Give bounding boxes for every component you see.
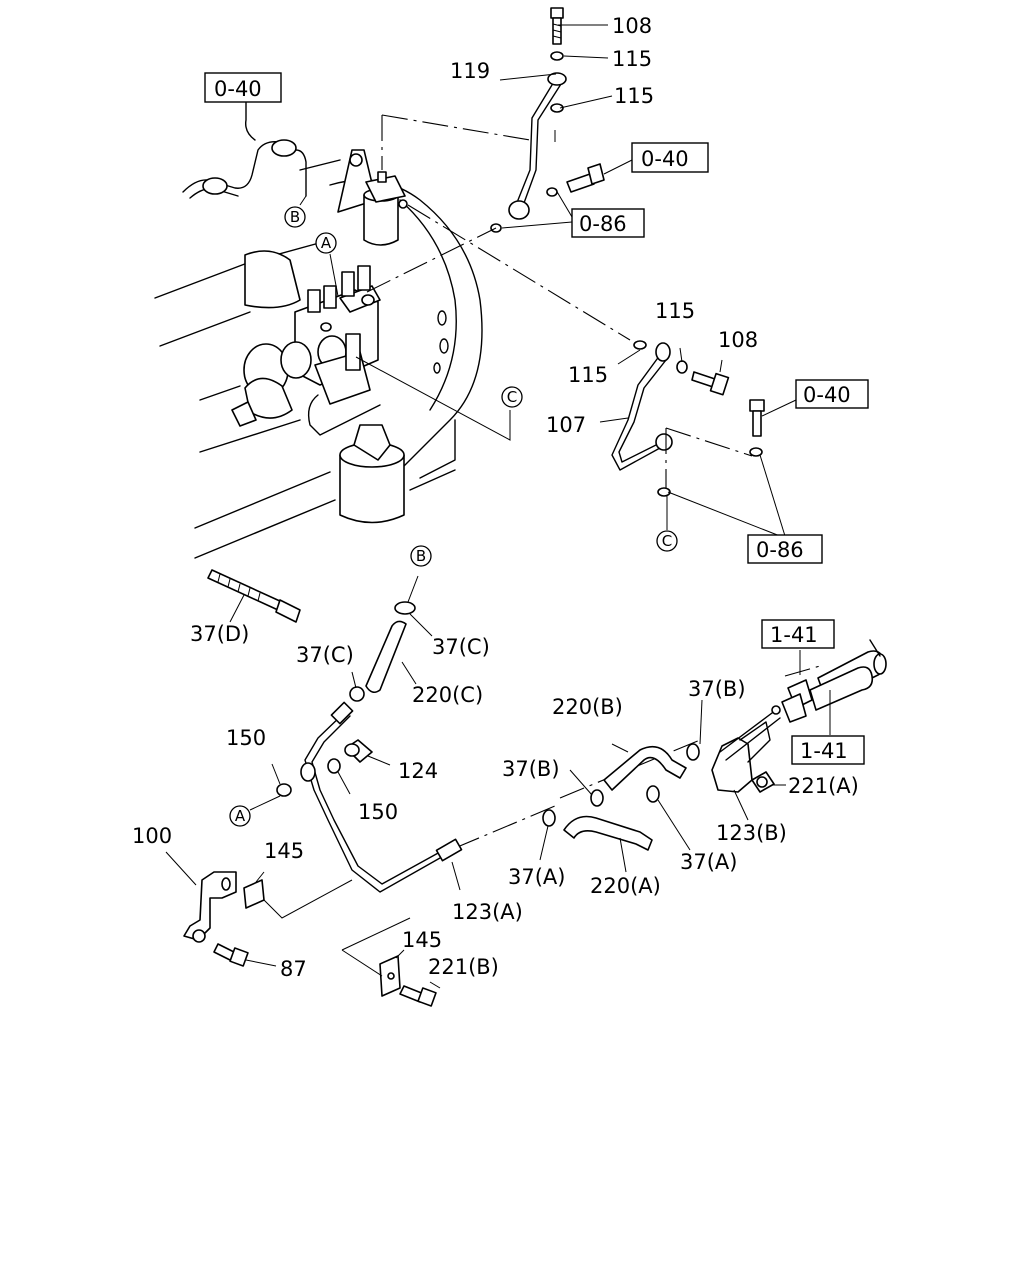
svg-text:0-40: 0-40 [214, 77, 262, 101]
connection-marker-c: C [656, 530, 678, 552]
pipe-1-41-stub [781, 639, 887, 735]
connection-marker-a: A [229, 805, 251, 827]
label-37a: 37(A) [680, 850, 737, 874]
clip-37c-lower [349, 671, 365, 702]
label-119: 119 [450, 59, 490, 83]
label-145: 145 [264, 839, 304, 863]
hose-220a [539, 785, 691, 873]
ref-box-0-86[interactable]: 0-86 [571, 208, 645, 238]
connection-marker-c: C [501, 386, 523, 408]
fuel-pipe-123a [300, 701, 463, 893]
bolt-108-top [550, 7, 564, 45]
label-37a: 37(A) [508, 865, 565, 889]
svg-text:0-40: 0-40 [803, 383, 851, 407]
connection-marker-a: A [315, 232, 337, 254]
bracket-100 [165, 851, 237, 943]
connection-marker-b: B [284, 206, 306, 228]
label-115: 115 [612, 47, 652, 71]
svg-text:C: C [507, 388, 517, 406]
injection-pump [231, 265, 381, 436]
svg-text:1-41: 1-41 [800, 739, 848, 763]
label-150: 150 [358, 800, 398, 824]
ref-box-1-41[interactable]: 1-41 [791, 735, 865, 765]
ref-box-1-41[interactable]: 1-41 [761, 619, 835, 649]
label-115: 115 [568, 363, 608, 387]
svg-text:C: C [662, 532, 672, 550]
label-123b: 123(B) [716, 821, 787, 845]
reference-boxes: 0-40 0-40 0-86 0-40 0-86 1-41 1-41 [204, 72, 869, 765]
label-37c: 37(C) [296, 643, 354, 667]
bolt-040-mid [566, 163, 605, 193]
label-221b: 221(B) [428, 955, 499, 979]
bolt-040-right [749, 399, 765, 437]
part-number-labels: 108 115 119 115 115 115 108 107 37(D) 37… [132, 14, 859, 981]
svg-text:0-86: 0-86 [579, 212, 627, 236]
ref-box-0-40[interactable]: 0-40 [795, 379, 869, 409]
hose-220b [569, 743, 687, 807]
label-108: 108 [718, 328, 758, 352]
label-108: 108 [612, 14, 652, 38]
svg-text:A: A [321, 234, 332, 252]
ref-box-0-40[interactable]: 0-40 [204, 72, 282, 103]
label-115: 115 [655, 299, 695, 323]
label-123a: 123(A) [452, 900, 523, 924]
clamp-145-upper [243, 871, 353, 919]
fitting-124 [344, 739, 391, 766]
clip-37b [686, 699, 703, 761]
washer-150 [249, 758, 351, 811]
label-220b: 220(B) [552, 695, 623, 719]
cable-tie-37d [207, 569, 301, 623]
svg-text:A: A [235, 807, 246, 825]
clamp-145-lower [341, 917, 441, 1007]
label-37c: 37(C) [432, 635, 490, 659]
label-37b: 37(B) [502, 757, 560, 781]
connection-markers: B A C C B A [229, 206, 678, 827]
label-220c: 220(C) [412, 683, 483, 707]
label-37d: 37(D) [190, 622, 249, 646]
svg-text:0-86: 0-86 [756, 538, 804, 562]
connection-marker-b: B [410, 545, 432, 567]
svg-text:0-40: 0-40 [641, 147, 689, 171]
svg-text:1-41: 1-41 [770, 623, 818, 647]
engine-block [154, 159, 483, 559]
ref-box-0-86[interactable]: 0-86 [747, 534, 823, 564]
wire-harness [182, 99, 307, 199]
svg-text:B: B [416, 547, 426, 565]
fuel-filter-bottom [339, 424, 405, 524]
label-100: 100 [132, 824, 172, 848]
fuel-filter-top [337, 149, 408, 246]
pipe-107 [611, 340, 763, 497]
label-150: 150 [226, 726, 266, 750]
label-37b: 37(B) [688, 677, 746, 701]
label-124: 124 [398, 759, 438, 783]
hose-220c [365, 575, 433, 694]
ref-box-0-40[interactable]: 0-40 [631, 142, 709, 173]
bracket-123b [711, 705, 786, 821]
bolt-108-right [691, 371, 730, 396]
label-220a: 220(A) [590, 874, 661, 898]
label-107: 107 [546, 413, 586, 437]
label-115: 115 [614, 84, 654, 108]
label-145: 145 [402, 928, 442, 952]
label-221a: 221(A) [788, 774, 859, 798]
label-87: 87 [280, 957, 307, 981]
bolt-87 [213, 943, 277, 967]
svg-text:B: B [290, 208, 300, 226]
